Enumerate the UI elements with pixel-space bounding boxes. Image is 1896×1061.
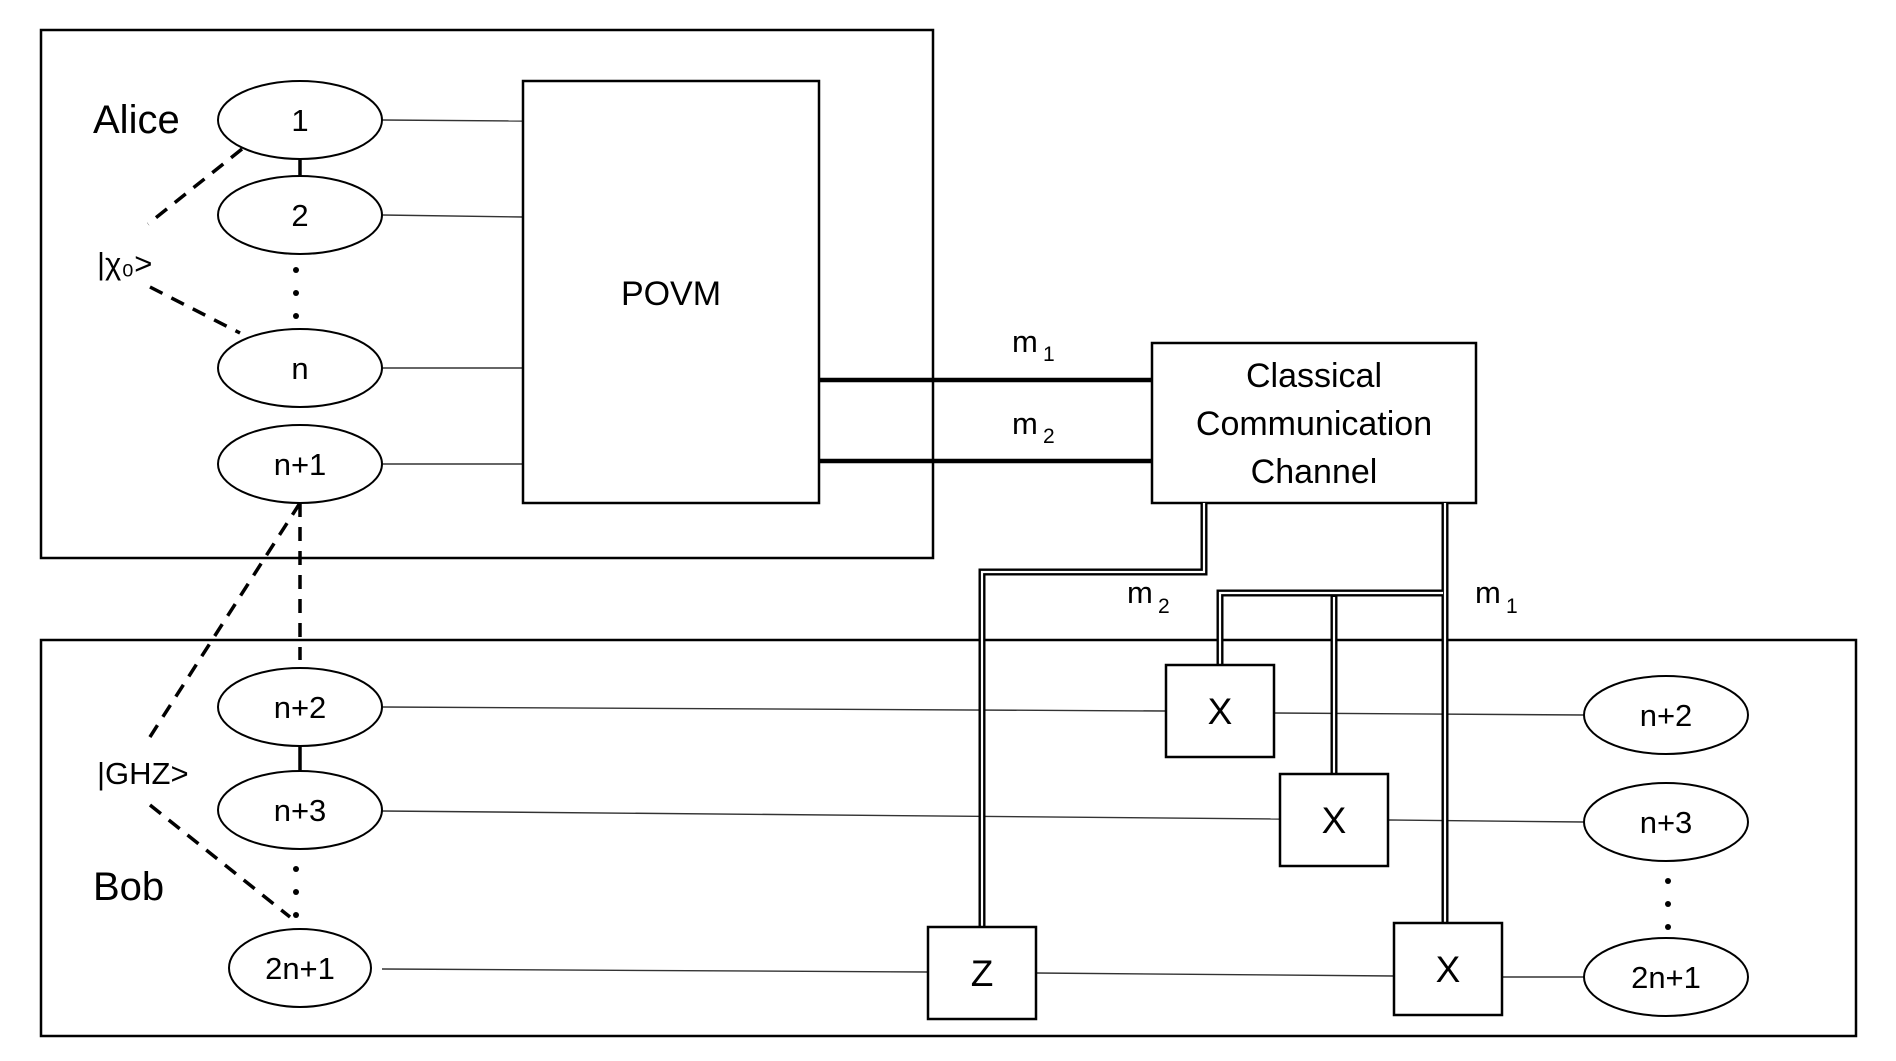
svg-text:1: 1 [1043, 343, 1055, 366]
svg-text:1: 1 [1506, 595, 1518, 618]
bob-box [39, 638, 1858, 1038]
qubit-label: 2n+1 [1631, 960, 1701, 995]
channel-line-2: Communication [1196, 405, 1432, 443]
svg-text:2: 2 [1043, 425, 1055, 448]
bob-out-qubit-2n1: 2n+1 [1583, 937, 1749, 1017]
wire-qn3-a [381, 810, 1281, 820]
gate-label: X [1208, 691, 1233, 732]
qubit-label: 2n+1 [265, 951, 335, 986]
bob-out-ellipsis-dots [1665, 878, 1671, 930]
bob-qubit-2n1: 2n+1 [228, 928, 372, 1008]
alice-qubit-1: 1 [217, 80, 383, 160]
gate-x-n2: X [1164, 663, 1276, 759]
bob-qubit-n2: n+2 [217, 667, 383, 747]
alice-qubit-n1: n+1 [217, 424, 383, 504]
gate-x-2n1: X [1392, 921, 1504, 1017]
svg-text:m: m [1012, 406, 1038, 441]
channel-line-1: Classical [1246, 357, 1382, 395]
m2-route-inner [980, 503, 1206, 927]
chi0-link-bottom [149, 285, 241, 335]
bob-label: Bob [93, 865, 164, 909]
svg-text:m: m [1012, 324, 1038, 359]
chi0-state-label: |χ₀> [97, 246, 152, 281]
m1-bus-inner [1218, 591, 1443, 665]
qubit-label: n [291, 351, 308, 386]
svg-text:2: 2 [1158, 595, 1170, 618]
gate-label: X [1436, 949, 1461, 990]
alice-label: Alice [93, 98, 180, 142]
ghz-link-bottom [148, 803, 292, 919]
gate-x-n3: X [1278, 772, 1390, 868]
alice-qubit-2: 2 [217, 175, 383, 255]
bob-out-qubit-n2: n+2 [1583, 675, 1749, 755]
qubit-label: n+3 [1640, 805, 1693, 840]
bob-ellipsis-dots [293, 866, 299, 918]
alice-box [39, 28, 935, 560]
wire-q2n1-a [381, 968, 929, 973]
bob-out-qubit-n3: n+3 [1583, 782, 1749, 862]
ghz-state-label: |GHZ> [97, 756, 189, 791]
chi0-link-top [146, 147, 244, 226]
alice-ellipsis-dots [293, 267, 299, 319]
classical-double-lines [978, 503, 1449, 927]
m2-lower-label: m 2 [1127, 575, 1170, 618]
gate-label: X [1322, 800, 1347, 841]
m1-upper-label: m 1 [1012, 324, 1055, 366]
svg-text:m: m [1475, 575, 1501, 610]
gate-label: Z [971, 953, 994, 994]
qubit-label: 1 [291, 103, 308, 138]
wire-qn3-b [1387, 819, 1585, 823]
alice-qubit-n: n [217, 328, 383, 408]
qubit-label: n+2 [274, 690, 327, 725]
qubit-label: n+2 [1640, 698, 1693, 733]
bob-qubit-n3: n+3 [217, 770, 383, 850]
wire-q1 [381, 119, 524, 122]
wire-q2n1-b [1035, 972, 1395, 977]
entanglement-lines [146, 147, 302, 919]
povm-label: POVM [621, 275, 721, 313]
svg-text:m: m [1127, 575, 1153, 610]
povm-box: POVM [521, 79, 821, 505]
qubit-label: n+1 [274, 447, 327, 482]
qubit-label: 2 [291, 198, 308, 233]
quantum-wires [381, 119, 1585, 978]
classical-channel-box: Classical Communication Channel [1150, 341, 1478, 505]
wire-qn2-a [381, 706, 1167, 712]
channel-line-3: Channel [1251, 453, 1378, 491]
wire-qn2-b [1273, 712, 1585, 716]
gate-z-2n1: Z [926, 925, 1038, 1021]
m2-upper-label: m 2 [1012, 406, 1055, 448]
m1-lower-label: m 1 [1475, 575, 1518, 618]
qubit-label: n+3 [274, 793, 327, 828]
wire-q2 [381, 214, 524, 218]
